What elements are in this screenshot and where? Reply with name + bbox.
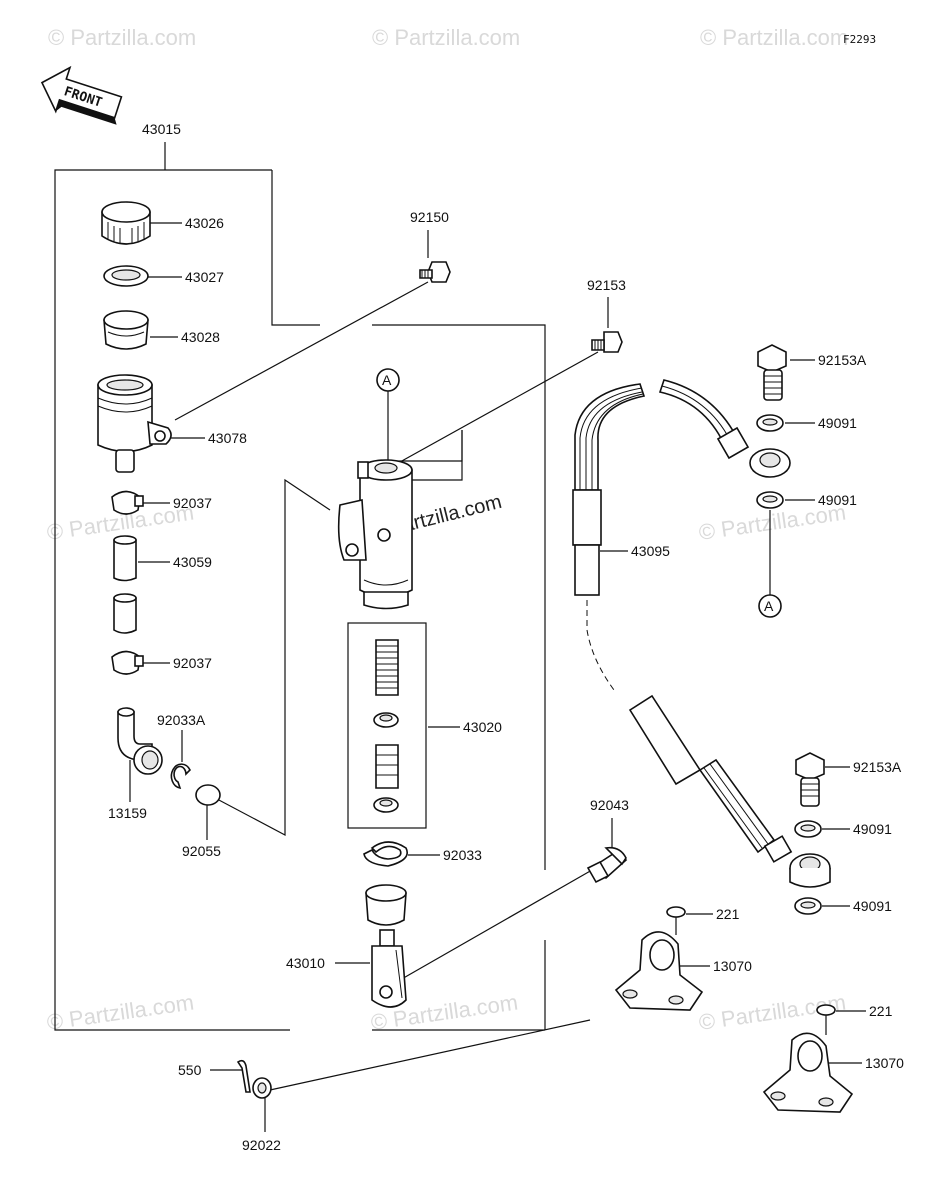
label-43026: 43026 [185,215,224,231]
label-43015: 43015 [142,121,181,137]
label-92150: 92150 [410,209,449,225]
label-43010: 43010 [286,955,325,971]
watermarks: © Partzilla.com © Partzilla.com © Partzi… [45,25,848,1035]
watermark: © Partzilla.com [700,25,848,50]
reservoir-tank [97,374,172,473]
assembly-outline [54,142,546,1031]
label-13070-2: 13070 [865,1055,904,1071]
hose-elbow [117,707,163,775]
label-221-2: 221 [869,1003,893,1019]
clevis-pin [586,846,628,884]
reservoir-hose [113,535,137,634]
o-ring [195,784,221,806]
master-cylinder-body [337,459,413,610]
label-92033: 92033 [443,847,482,863]
front-arrow-icon: FRONT [40,65,123,125]
push-rod [365,884,407,1008]
circlip [170,763,191,790]
piston-kit [347,622,427,829]
reservoir-bolt [419,261,451,283]
label-92033a: 92033A [157,712,206,728]
label-13159: 13159 [108,805,147,821]
diaphragm-plate [103,265,149,287]
watermark: © Partzilla.com [45,990,195,1035]
diaphragm [103,310,149,350]
label-92022: 92022 [242,1137,281,1153]
label-49091-2: 49091 [818,492,857,508]
hose-guides [614,906,854,1113]
diagram-code: F2293 [843,33,876,46]
circlip-large [363,841,408,867]
label-43028: 43028 [181,329,220,345]
part-labels: 43015 43026 43027 43028 43078 92037 4305… [108,121,904,1153]
label-92153a-top: 92153A [818,352,867,368]
reference-marker-label: A [382,372,392,388]
brake-hose [572,379,831,888]
banjo-bolt [591,331,623,353]
left-column-parts [97,201,221,806]
label-92153a-bottom: 92153A [853,759,902,775]
label-43027: 43027 [185,269,224,285]
label-92055: 92055 [182,843,221,859]
label-43095: 43095 [631,543,670,559]
label-13070-1: 13070 [713,958,752,974]
watermark: © Partzilla.com [48,25,196,50]
label-43020: 43020 [463,719,502,735]
label-221-1: 221 [716,906,740,922]
hose-clamp [111,490,144,515]
cotter-pin [236,1059,251,1093]
label-49091-3: 49091 [853,821,892,837]
label-92037-top: 92037 [173,495,212,511]
right-hardware: A [756,344,825,915]
label-92153: 92153 [587,277,626,293]
label-43059: 43059 [173,554,212,570]
label-49091-4: 49091 [853,898,892,914]
hose-clamp [111,650,144,675]
label-550: 550 [178,1062,202,1078]
watermark: © Partzilla.com [372,25,520,50]
reservoir-cap [101,201,151,245]
label-92037-bottom: 92037 [173,655,212,671]
label-49091-1: 49091 [818,415,857,431]
label-43078: 43078 [208,430,247,446]
leader-lines [129,222,866,1132]
label-92043: 92043 [590,797,629,813]
reference-marker-label: A [764,598,774,614]
